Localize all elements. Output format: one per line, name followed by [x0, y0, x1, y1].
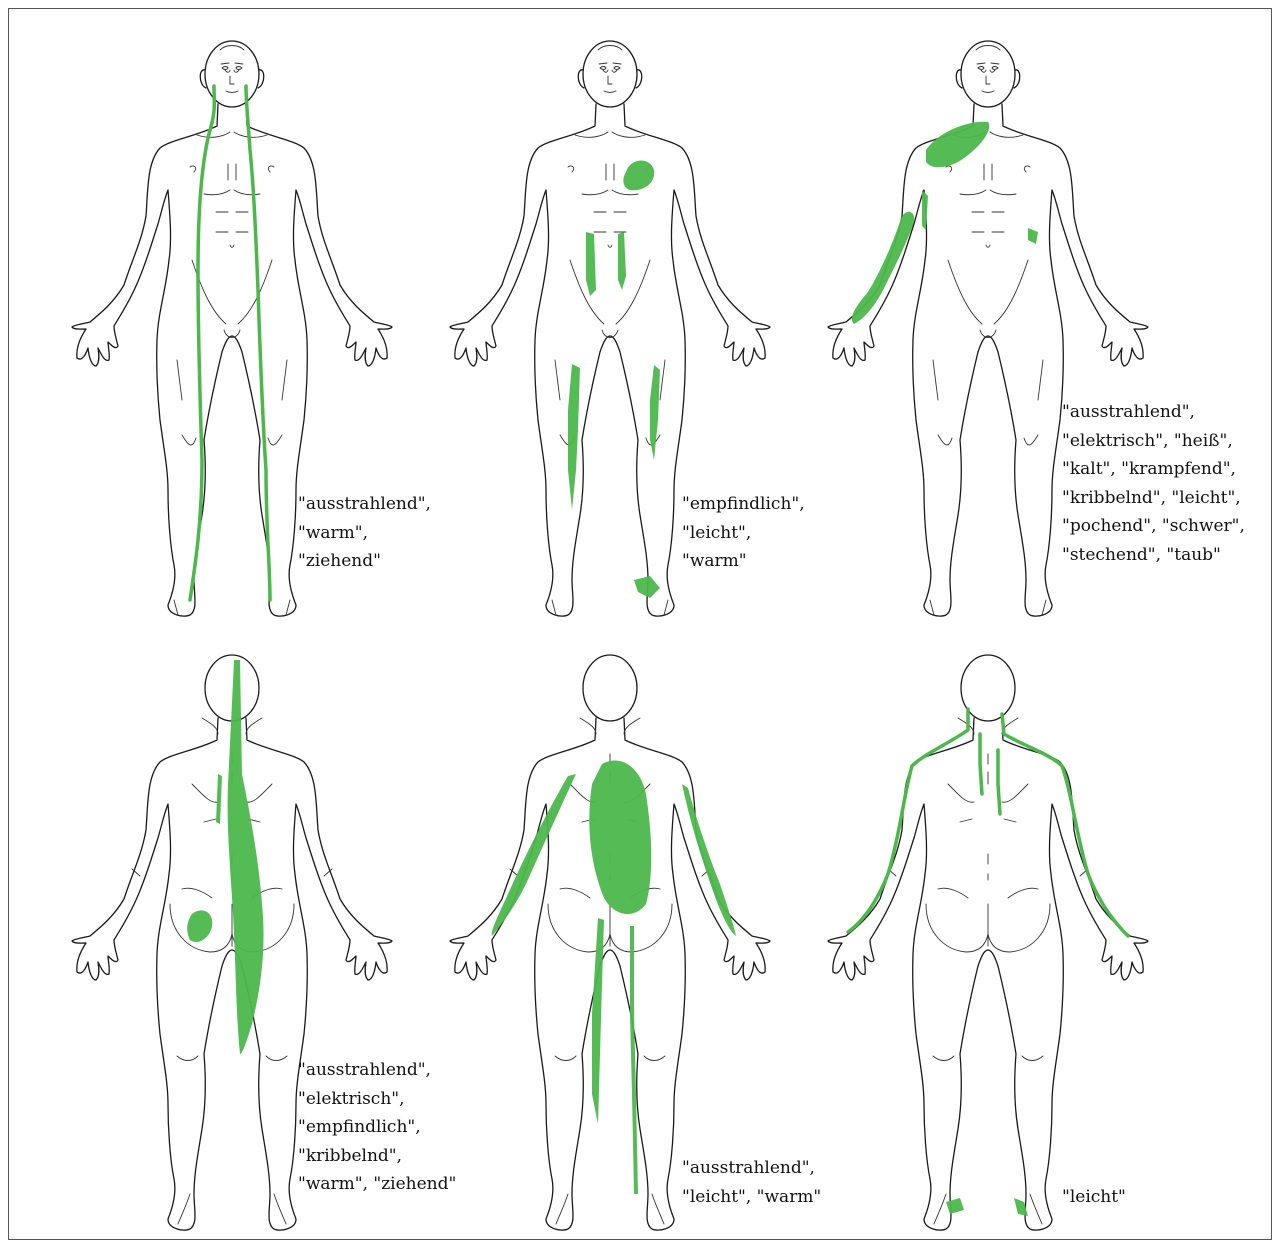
body-outline-back	[380, 630, 840, 1245]
pain-marking	[623, 160, 654, 190]
pain-marking	[922, 190, 928, 230]
label-list-2: "empfindlich", "leicht", "warm"	[682, 490, 805, 576]
pain-marking	[634, 576, 660, 598]
pain-marking	[187, 910, 212, 942]
label: "leicht"	[1062, 1183, 1126, 1212]
pain-marking	[492, 774, 576, 936]
pain-marking	[589, 761, 651, 915]
label: "kalt", "krampfend",	[1062, 455, 1245, 484]
label: "stechend", "taub"	[1062, 541, 1245, 570]
body-outline-back	[800, 630, 1270, 1245]
pain-marking	[618, 232, 626, 290]
pain-marking	[852, 212, 914, 324]
pain-marking	[682, 784, 736, 936]
label: "empfindlich",	[682, 490, 805, 519]
label: "warm"	[682, 547, 805, 576]
pain-marking	[980, 734, 982, 794]
pain-marking	[998, 750, 1000, 814]
pain-marking	[946, 1198, 964, 1214]
pain-marking	[216, 774, 222, 824]
label: "pochend", "schwer",	[1062, 512, 1245, 541]
label: "elektrisch", "heiß",	[1062, 427, 1245, 456]
pain-marking	[586, 232, 596, 296]
label: "kribbelnd", "leicht",	[1062, 484, 1245, 513]
body-figure-5: "ausstrahlend", "leicht", "warm"	[380, 630, 840, 1245]
pain-marking	[848, 709, 968, 932]
pain-marking	[630, 926, 638, 1194]
label: "leicht",	[682, 519, 805, 548]
pain-marking	[190, 86, 214, 600]
pain-marking	[246, 86, 270, 600]
body-figure-3: "ausstrahlend", "elektrisch", "heiß", "k…	[800, 0, 1270, 620]
pain-marking	[650, 365, 660, 460]
pain-marking	[568, 364, 580, 510]
pain-marking	[592, 918, 604, 1124]
body-figure-6: "leicht"	[800, 630, 1270, 1245]
label-list-3: "ausstrahlend", "elektrisch", "heiß", "k…	[1062, 398, 1245, 569]
label-list-6: "leicht"	[1062, 1183, 1126, 1212]
pain-marking	[926, 122, 989, 167]
body-figure-1: "ausstrahlend", "warm", "ziehend"	[0, 0, 420, 620]
body-figure-2: "empfindlich", "leicht", "warm"	[380, 0, 820, 620]
pain-marking	[1028, 228, 1038, 244]
label: "ausstrahlend",	[1062, 398, 1245, 427]
